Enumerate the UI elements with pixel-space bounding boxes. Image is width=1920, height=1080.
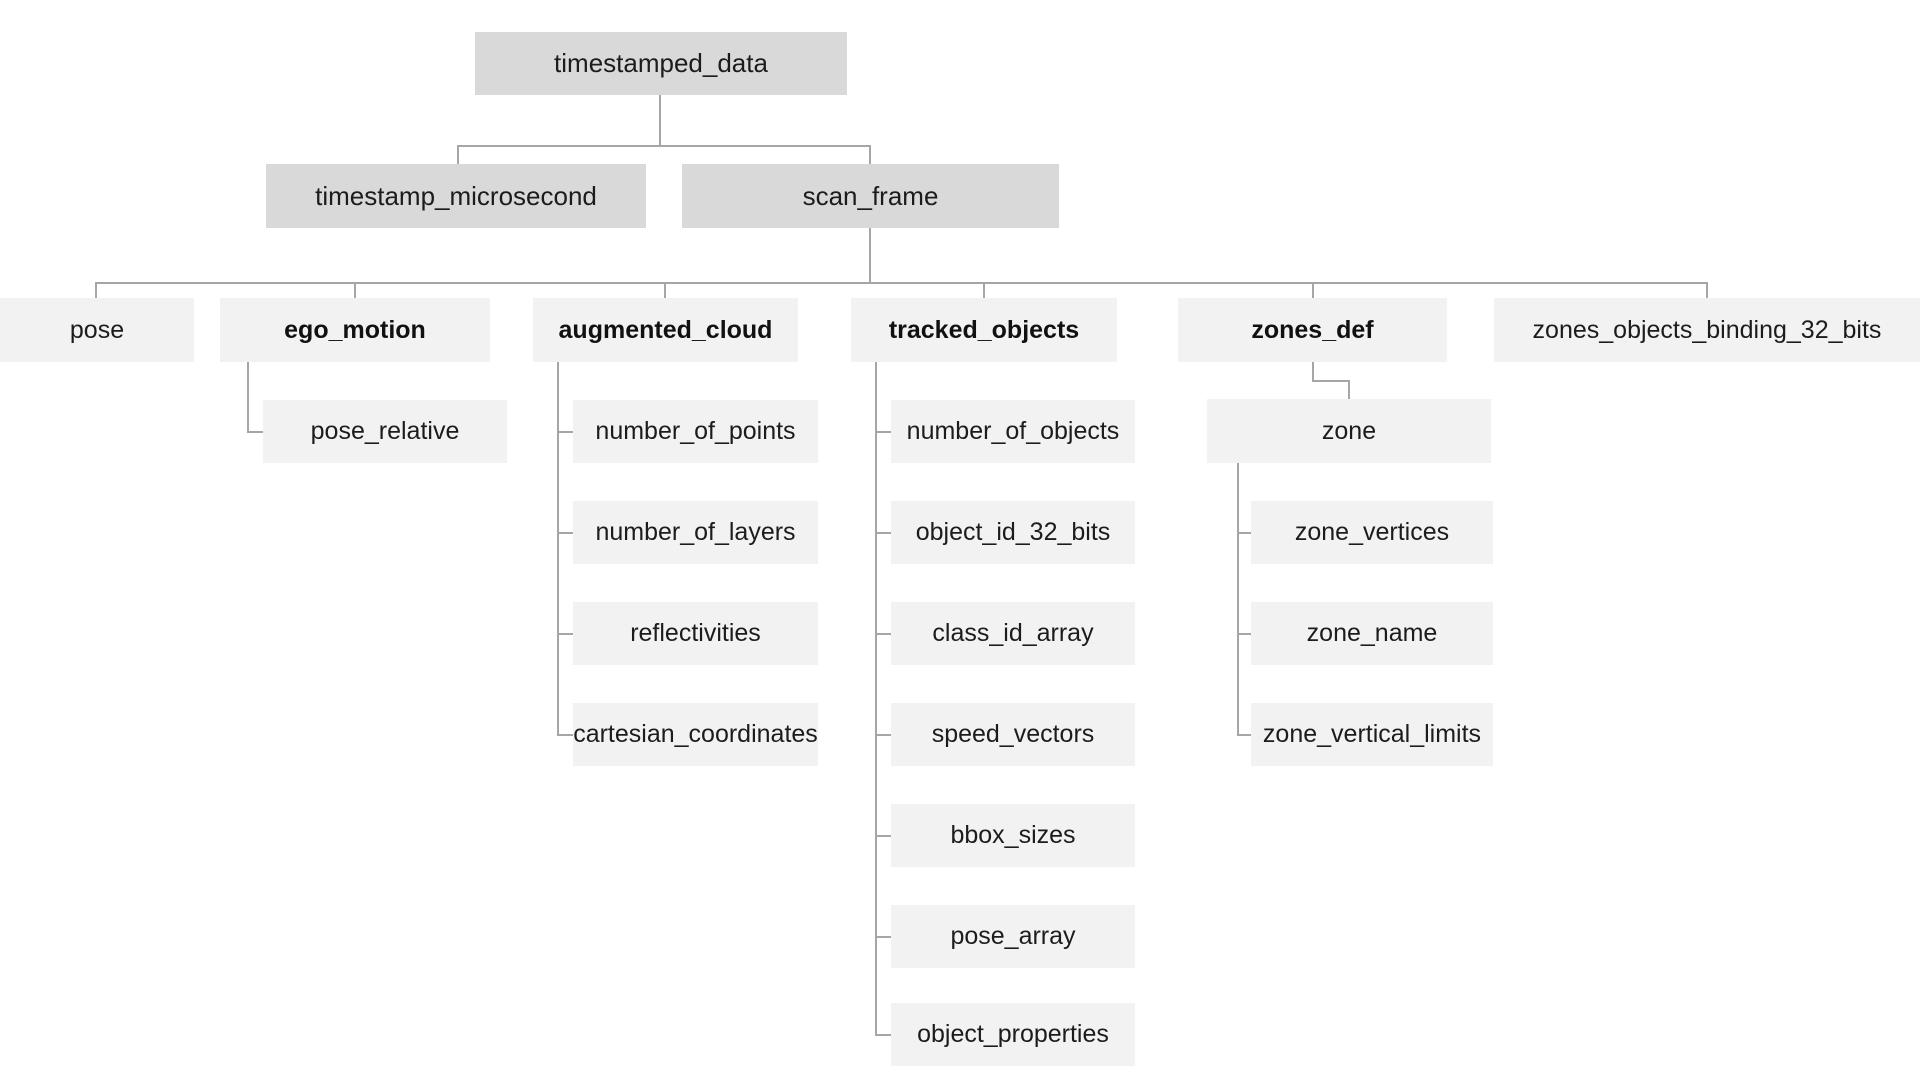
connector-drop-timestamp-microsecond bbox=[457, 145, 459, 165]
node-number-of-objects: number_of_objects bbox=[891, 400, 1135, 463]
node-number-of-points: number_of_points bbox=[573, 400, 818, 463]
connector-stub-reflectivities bbox=[557, 633, 573, 635]
connector-stub-object-properties bbox=[875, 1034, 891, 1036]
connector-stub-cartesian-coordinates bbox=[557, 734, 573, 736]
connector-scan-frame-stem bbox=[869, 228, 871, 282]
connector-drop-pose bbox=[95, 282, 97, 298]
connector-drop-zones-objects-binding bbox=[1706, 282, 1708, 298]
node-zone-vertices: zone_vertices bbox=[1251, 501, 1493, 564]
node-object-id-32-bits: object_id_32_bits bbox=[891, 501, 1135, 564]
connector-stub-bbox-sizes bbox=[875, 835, 891, 837]
node-class-id-array: class_id_array bbox=[891, 602, 1135, 665]
connector-stub-pose-relative bbox=[247, 431, 263, 433]
connector-zones-def-elbow bbox=[1312, 380, 1350, 382]
connector-stub-class-id-array bbox=[875, 633, 891, 635]
connector-root-stem bbox=[659, 95, 661, 147]
node-zones-def: zones_def bbox=[1178, 298, 1447, 362]
node-cartesian-coordinates: cartesian_coordinates bbox=[573, 703, 818, 766]
node-object-properties: object_properties bbox=[891, 1003, 1135, 1066]
node-zone: zone bbox=[1207, 399, 1491, 463]
node-tracked-objects: tracked_objects bbox=[851, 298, 1117, 362]
node-reflectivities: reflectivities bbox=[573, 602, 818, 665]
node-timestamp-microsecond: timestamp_microsecond bbox=[266, 164, 646, 228]
node-zones-objects-binding-32-bits: zones_objects_binding_32_bits bbox=[1494, 298, 1920, 362]
connector-stub-number-of-points bbox=[557, 431, 573, 433]
connector-zone-stem bbox=[1237, 463, 1239, 735]
connector-stub-speed-vectors bbox=[875, 734, 891, 736]
node-zone-name: zone_name bbox=[1251, 602, 1493, 665]
connector-augmented-cloud-stem bbox=[557, 362, 559, 735]
connector-drop-zone bbox=[1348, 380, 1350, 399]
connector-drop-tracked-objects bbox=[983, 282, 985, 298]
connector-stub-zone-name bbox=[1237, 633, 1253, 635]
node-ego-motion: ego_motion bbox=[220, 298, 490, 362]
connector-stub-zone-vertical-limits bbox=[1237, 734, 1253, 736]
node-timestamped-data: timestamped_data bbox=[475, 32, 847, 95]
connector-ego-motion-stem bbox=[247, 362, 249, 433]
connector-drop-augmented-cloud bbox=[664, 282, 666, 298]
node-pose-relative: pose_relative bbox=[263, 400, 507, 463]
connector-zones-def-stem bbox=[1312, 362, 1314, 382]
connector-drop-zones-def bbox=[1312, 282, 1314, 298]
node-speed-vectors: speed_vectors bbox=[891, 703, 1135, 766]
connector-level3-rail bbox=[95, 282, 1708, 284]
connector-tracked-objects-stem bbox=[875, 362, 877, 1036]
node-zone-vertical-limits: zone_vertical_limits bbox=[1251, 703, 1493, 766]
connector-drop-scan-frame bbox=[869, 145, 871, 165]
connector-stub-number-of-layers bbox=[557, 532, 573, 534]
node-pose: pose bbox=[0, 298, 194, 362]
connector-stub-zone-vertices bbox=[1237, 532, 1253, 534]
node-augmented-cloud: augmented_cloud bbox=[533, 298, 798, 362]
node-scan-frame: scan_frame bbox=[682, 164, 1059, 228]
node-pose-array: pose_array bbox=[891, 905, 1135, 968]
connector-stub-pose-array bbox=[875, 936, 891, 938]
connector-stub-number-of-objects bbox=[875, 431, 891, 433]
connector-stub-object-id-32-bits bbox=[875, 532, 891, 534]
node-bbox-sizes: bbox_sizes bbox=[891, 804, 1135, 867]
connector-drop-ego-motion bbox=[354, 282, 356, 298]
node-number-of-layers: number_of_layers bbox=[573, 501, 818, 564]
connector-level2-rail bbox=[457, 145, 871, 147]
